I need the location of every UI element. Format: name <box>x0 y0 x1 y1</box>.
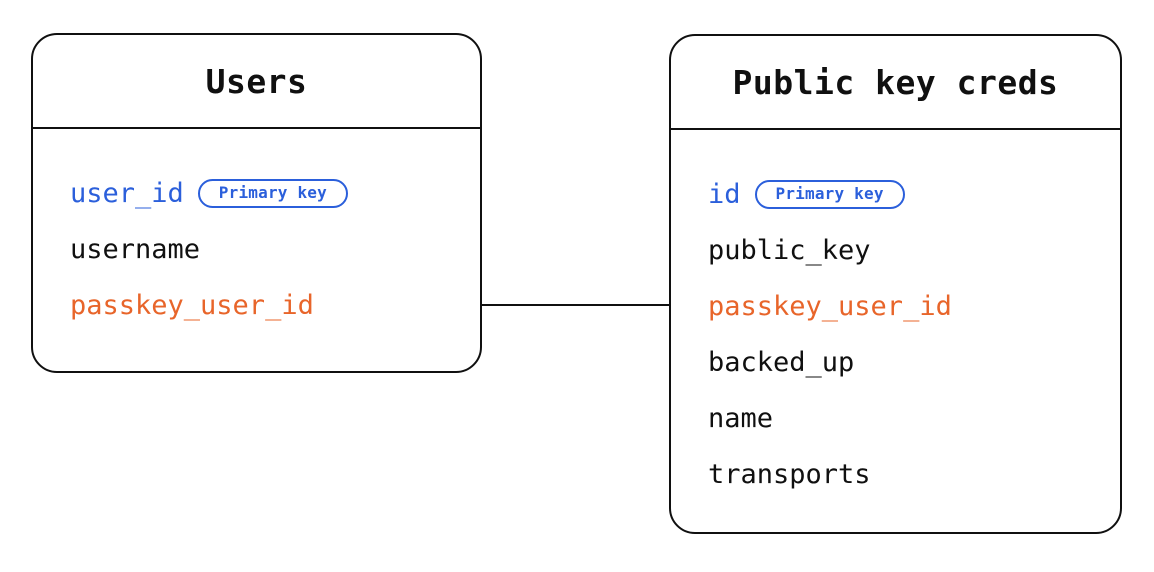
field-row[interactable]: username <box>70 221 480 277</box>
relationship-connector-users-public-key-creds <box>481 304 671 306</box>
field-row[interactable]: transports <box>708 446 1120 502</box>
field-row[interactable]: passkey_user_id <box>70 277 480 333</box>
primary-key-badge: Primary key <box>197 178 348 208</box>
field-row[interactable]: id Primary key <box>708 166 1120 222</box>
field-name-user-id: user_id <box>70 177 184 209</box>
entity-public-key-creds[interactable]: Public key creds id Primary key public_k… <box>669 34 1122 534</box>
field-name-passkey-user-id: passkey_user_id <box>70 289 314 321</box>
field-row[interactable]: backed_up <box>708 334 1120 390</box>
field-row[interactable]: name <box>708 390 1120 446</box>
entity-users[interactable]: Users user_id Primary key username passk… <box>31 33 482 373</box>
field-name-backed-up: backed_up <box>708 346 855 378</box>
entity-public-key-creds-field-list: id Primary key public_key passkey_user_i… <box>671 128 1120 532</box>
primary-key-badge: Primary key <box>754 179 905 209</box>
field-name-username: username <box>70 233 201 265</box>
field-name-public-key: public_key <box>708 234 871 266</box>
entity-public-key-creds-header: Public key creds <box>671 36 1120 130</box>
entity-public-key-creds-title: Public key creds <box>732 62 1059 102</box>
field-row[interactable]: passkey_user_id <box>708 278 1120 334</box>
field-name-name: name <box>708 402 774 434</box>
field-name-transports: transports <box>708 458 871 490</box>
entity-users-title: Users <box>205 61 308 101</box>
field-name-passkey-user-id: passkey_user_id <box>708 290 952 322</box>
entity-users-header: Users <box>33 35 480 129</box>
field-row[interactable]: user_id Primary key <box>70 165 480 221</box>
field-name-id: id <box>708 178 741 210</box>
field-row[interactable]: public_key <box>708 222 1120 278</box>
entity-users-field-list: user_id Primary key username passkey_use… <box>33 127 480 371</box>
